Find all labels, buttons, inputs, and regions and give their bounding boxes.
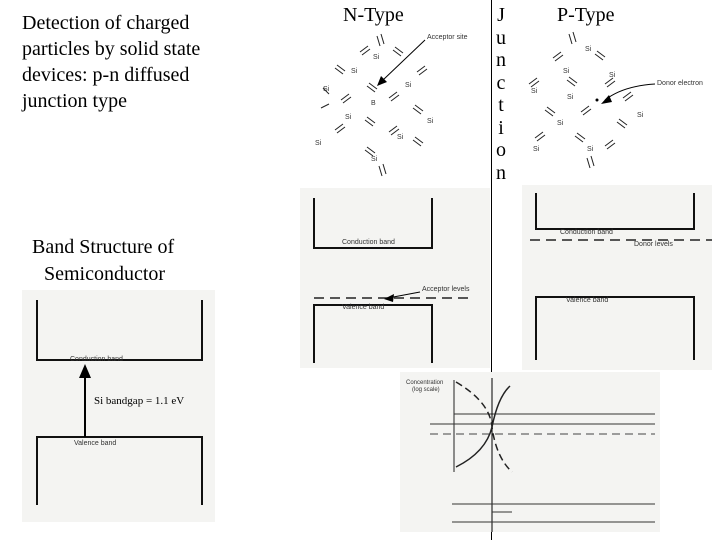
n-atom: Si <box>397 134 404 141</box>
n-valence-band-label: Valence band <box>342 304 385 311</box>
band-structure-diagram: Conduction band Valence band Si bandgap … <box>22 290 215 522</box>
p-atom: Si <box>587 146 594 153</box>
donor-electron-label: Donor electron <box>657 80 703 87</box>
n-atom: Si <box>405 82 412 89</box>
n-type-label: N-Type <box>343 4 404 26</box>
junction-letter: t <box>498 94 504 116</box>
p-atom: Si <box>531 88 538 95</box>
n-atom: Si <box>345 114 352 121</box>
donor-levels-label: Donor levels <box>634 241 673 248</box>
conduction-band-label: Conduction band <box>70 356 123 363</box>
slide-title: Detection of charged particles by solid … <box>22 12 201 112</box>
p-type-lattice: Donor electron Si Si Si Si Si Si Si Si S… <box>505 28 720 178</box>
p-atom: Si <box>567 94 574 101</box>
n-type-lattice: Acceptor site Si Si Si Si B Si Si Si Si … <box>305 28 490 183</box>
n-atom: Si <box>373 54 380 61</box>
p-conduction-band-label: Conduction band <box>560 229 613 236</box>
n-atom: Si <box>371 156 378 163</box>
junction-letter: n <box>496 49 506 71</box>
n-type-band-diagram: Conduction band Acceptor levels Valence … <box>300 188 490 368</box>
junction-letter: i <box>498 116 504 139</box>
n-conduction-band-label: Conduction band <box>342 239 395 246</box>
n-atom: Si <box>427 118 434 125</box>
n-atom: Si <box>323 86 330 93</box>
p-atom: Si <box>533 146 540 153</box>
p-valence-band-label: Valence band <box>566 297 609 304</box>
n-atom: Si <box>315 140 322 147</box>
junction-concentration-plot: Concentration (log scale) <box>400 372 660 532</box>
acceptor-levels-label: Acceptor levels <box>422 286 470 293</box>
n-atom: Si <box>351 68 358 75</box>
junction-letter: o <box>496 139 506 161</box>
acceptor-site-label: Acceptor site <box>427 34 468 41</box>
junction-label: J u n c t i o n <box>494 4 508 184</box>
p-type-label: P-Type <box>557 4 615 26</box>
junction-divider-line <box>491 0 492 540</box>
junction-letter: u <box>496 26 506 49</box>
p-atom: Si <box>637 112 644 119</box>
bandgap-label: Si bandgap = 1.1 eV <box>94 395 185 407</box>
p-atom: Si <box>557 120 564 127</box>
n-atom: B <box>371 100 376 107</box>
junction-letter: J <box>497 4 505 26</box>
band-heading-line2: Semiconductor <box>44 263 166 285</box>
p-atom: Si <box>563 68 570 75</box>
junction-plot-ylabel-line1: Concentration <box>406 380 444 386</box>
valence-band-label: Valence band <box>74 440 117 447</box>
p-type-band-diagram: Conduction band Donor levels Valence ban… <box>522 185 712 370</box>
p-atom: Si <box>585 46 592 53</box>
band-heading-line1: Band Structure of <box>32 236 175 258</box>
p-atom: Si <box>609 72 616 79</box>
junction-letter: c <box>496 71 506 94</box>
junction-letter: n <box>496 161 506 184</box>
junction-plot-ylabel-line2: (log scale) <box>412 387 440 393</box>
